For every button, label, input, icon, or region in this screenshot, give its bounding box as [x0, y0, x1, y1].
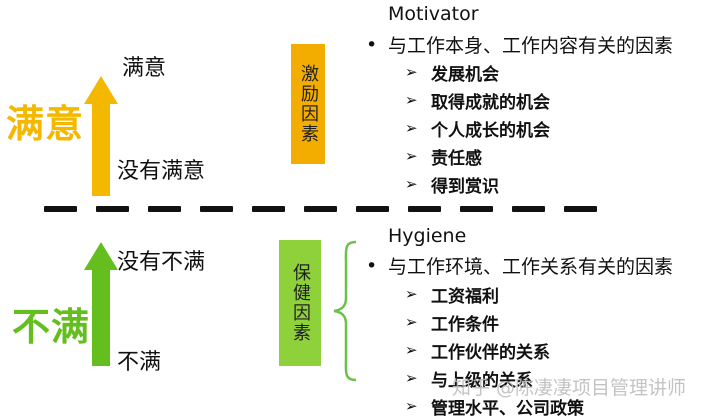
list-item: ➢ 工作条件 — [405, 308, 584, 336]
divider-dash — [44, 206, 77, 212]
divider-dash — [408, 206, 441, 212]
divider-line — [44, 206, 597, 212]
hygiene-item-list: ➢ 工资福利 ➢ 工作条件 ➢ 工作伙伴的关系 ➢ 与上级的关系 ➢ 管理水平、… — [405, 280, 584, 420]
divider-dash — [304, 206, 337, 212]
motivator-item-text: 发展机会 — [431, 64, 499, 85]
list-item: ➢ 责任感 — [405, 142, 550, 170]
hygiene-heading: Hygiene — [388, 225, 467, 247]
motivator-item-text: 责任感 — [431, 148, 482, 169]
motivator-item-text: 取得成就的机会 — [431, 92, 550, 113]
chevron-icon: ➢ — [405, 119, 418, 137]
chevron-icon: ➢ — [405, 369, 418, 387]
bullet-icon: • — [366, 33, 378, 56]
motivator-item-text: 个人成长的机会 — [431, 120, 550, 141]
no-dissatisfaction-label: 没有不满 — [117, 250, 206, 275]
hygiene-brace — [333, 240, 357, 382]
chevron-icon: ➢ — [405, 63, 418, 81]
divider-dash — [252, 206, 285, 212]
chevron-icon: ➢ — [405, 175, 418, 193]
divider-dash — [356, 206, 389, 212]
satisfaction-arrow — [84, 76, 118, 196]
dissatisfaction-arrow-shaft — [92, 269, 110, 366]
motivator-bullet-text: 与工作本身、工作内容有关的因素 — [388, 35, 674, 57]
motivator-heading: Motivator — [388, 3, 479, 25]
list-item: ➢ 取得成就的机会 — [405, 86, 550, 114]
satisfaction-arrow-shaft — [92, 103, 110, 196]
hygiene-item-text: 工资福利 — [431, 286, 499, 307]
motivator-factor-label: 激励因素 — [298, 64, 319, 144]
hygiene-bullet: • 与工作环境、工作关系有关的因素 — [366, 252, 673, 279]
chevron-icon: ➢ — [405, 341, 418, 359]
hygiene-item-text: 工作条件 — [431, 314, 499, 335]
list-item: ➢ 工资福利 — [405, 280, 584, 308]
hygiene-item-text: 管理水平、公司政策 — [431, 398, 584, 419]
list-item: ➢ 发展机会 — [405, 58, 550, 86]
motivator-item-text: 得到赏识 — [431, 176, 499, 197]
divider-dash — [96, 206, 129, 212]
satisfied-big-label: 满意 — [6, 102, 85, 146]
list-item: ➢ 与上级的关系 — [405, 364, 584, 392]
watermark: 知乎 @陈凄凄项目管理讲师 — [452, 377, 687, 399]
dissatisfied-label: 不满 — [117, 350, 162, 375]
motivator-factor-box: 激励因素 — [291, 44, 325, 164]
chevron-icon: ➢ — [405, 313, 418, 331]
list-item: ➢ 管理水平、公司政策 — [405, 392, 584, 420]
divider-dash — [148, 206, 181, 212]
hygiene-factor-box: 保健因素 — [279, 240, 321, 366]
hygiene-bullet-text: 与工作环境、工作关系有关的因素 — [388, 256, 674, 278]
hygiene-item-text: 工作伙伴的关系 — [431, 342, 550, 363]
bullet-icon: • — [366, 254, 378, 277]
motivator-item-list: ➢ 发展机会 ➢ 取得成就的机会 ➢ 个人成长的机会 ➢ 责任感 ➢ 得到赏识 — [405, 58, 550, 198]
divider-dash — [460, 206, 493, 212]
hygiene-factor-label: 保健因素 — [290, 263, 311, 343]
no-satisfaction-label: 没有满意 — [117, 159, 206, 184]
dissatisfaction-arrow-head — [84, 242, 118, 270]
dissatisfaction-arrow — [84, 242, 118, 366]
motivator-bullet: • 与工作本身、工作内容有关的因素 — [366, 31, 673, 58]
divider-dash — [512, 206, 545, 212]
chevron-icon: ➢ — [405, 91, 418, 109]
hygiene-item-text: 与上级的关系 — [431, 370, 533, 391]
satisfied-label: 满意 — [122, 56, 167, 81]
chevron-icon: ➢ — [405, 397, 418, 415]
dissatisfied-big-label: 不满 — [12, 305, 91, 349]
divider-dash — [564, 206, 597, 212]
list-item: ➢ 得到赏识 — [405, 170, 550, 198]
list-item: ➢ 个人成长的机会 — [405, 114, 550, 142]
list-item: ➢ 工作伙伴的关系 — [405, 336, 584, 364]
chevron-icon: ➢ — [405, 285, 418, 303]
satisfaction-arrow-head — [84, 76, 118, 104]
chevron-icon: ➢ — [405, 147, 418, 165]
divider-dash — [200, 206, 233, 212]
